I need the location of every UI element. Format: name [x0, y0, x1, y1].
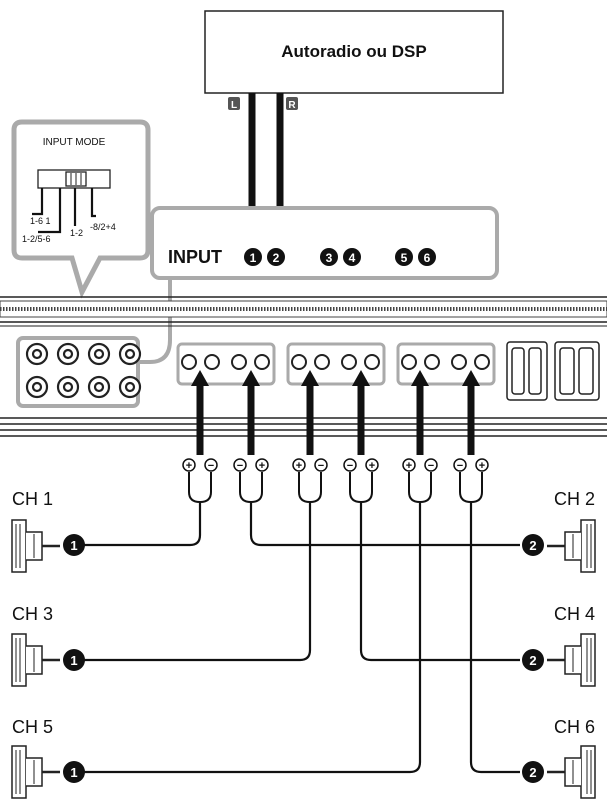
- ch1-label: CH 1: [12, 489, 53, 509]
- svg-text:2: 2: [529, 653, 536, 668]
- svg-text:1: 1: [70, 538, 77, 553]
- input-mode-pos-1: 1-6 1: [30, 216, 51, 226]
- input-mode-pos-3: 1-2: [70, 228, 83, 238]
- amplifier-chassis: [0, 296, 607, 437]
- speaker-ch3: [11, 633, 60, 687]
- polarity-minus-marker: [314, 458, 328, 472]
- polarity-minus-marker: [343, 458, 357, 472]
- polarity-plus-sign: +: [369, 460, 375, 472]
- svg-text:4: 4: [349, 251, 356, 265]
- speaker-ch4: [547, 633, 596, 687]
- svg-text:1: 1: [70, 653, 77, 668]
- polarity-plus-marker: [475, 458, 489, 472]
- polarity-minus-sign: −: [428, 460, 434, 472]
- polarity-plus-marker: [255, 458, 269, 472]
- polarity-minus-marker: [233, 458, 247, 472]
- svg-text:5: 5: [401, 251, 408, 265]
- polarity-plus-sign: +: [479, 460, 485, 472]
- input-panel-label: INPUT: [168, 247, 222, 267]
- input-panel: [150, 206, 499, 280]
- svg-text:R: R: [288, 100, 296, 111]
- ch2-badge: 2: [522, 534, 544, 556]
- output-arrows: [191, 370, 480, 455]
- input-mode-callout: INPUT MODE 1-6 1 1-2/5-6 1-2 -8/2+4: [11, 119, 151, 299]
- cable-end-5: [408, 472, 432, 504]
- input-mode-title: INPUT MODE: [43, 137, 106, 148]
- input-mode-pos-2: 1-2/5-6: [22, 234, 51, 244]
- cable-end-3: [298, 472, 322, 504]
- svg-text:L: L: [231, 100, 237, 111]
- input-badges: 1 2 3 4 5 6: [244, 248, 436, 266]
- ch1-badge: 1: [63, 534, 85, 556]
- polarity-minus-sign: −: [208, 460, 214, 472]
- cable-tag-right: R: [286, 97, 298, 111]
- ch4-badge: 2: [522, 649, 544, 671]
- polarity-plus-marker: [365, 458, 379, 472]
- svg-text:6: 6: [424, 251, 431, 265]
- svg-text:2: 2: [273, 251, 280, 265]
- polarity-plus-marker: [402, 458, 416, 472]
- svg-text:1: 1: [70, 765, 77, 780]
- speaker-ch5: [11, 745, 60, 799]
- svg-text:2: 2: [529, 765, 536, 780]
- polarity-minus-sign: −: [318, 460, 324, 472]
- svg-text:2: 2: [529, 538, 536, 553]
- svg-text:1: 1: [250, 251, 257, 265]
- polarity-plus-marker: [292, 458, 306, 472]
- cable-tag-left: L: [228, 97, 240, 111]
- polarity-markers: + − − + + − − + + − − +: [182, 458, 489, 504]
- ch3-label: CH 3: [12, 604, 53, 624]
- polarity-minus-sign: −: [457, 460, 463, 472]
- speaker-ch2: [547, 519, 596, 573]
- polarity-plus-sign: +: [259, 460, 265, 472]
- cable-end-2: [239, 472, 263, 504]
- cable-end-4: [349, 472, 373, 504]
- cable-end-1: [188, 472, 212, 504]
- polarity-minus-sign: −: [347, 460, 353, 472]
- speaker-ch1: [11, 519, 60, 573]
- ch6-label: CH 6: [554, 717, 595, 737]
- polarity-minus-marker: [453, 458, 467, 472]
- power-terminals: [506, 341, 600, 401]
- ch6-badge: 2: [522, 761, 544, 783]
- ch5-badge: 1: [63, 761, 85, 783]
- rca-input-block: [16, 336, 142, 408]
- polarity-minus-marker: [424, 458, 438, 472]
- polarity-minus-sign: −: [237, 460, 243, 472]
- source-label: Autoradio ou DSP: [281, 42, 426, 61]
- speaker-ch6: [547, 745, 596, 799]
- cable-end-6: [459, 472, 483, 504]
- ch3-badge: 1: [63, 649, 85, 671]
- polarity-plus-sign: +: [186, 460, 192, 472]
- ch2-label: CH 2: [554, 489, 595, 509]
- polarity-minus-marker: [204, 458, 218, 472]
- source-box: [204, 10, 504, 94]
- ch5-label: CH 5: [12, 717, 53, 737]
- polarity-plus-sign: +: [296, 460, 302, 472]
- speaker-wires: [82, 503, 520, 774]
- ch4-label: CH 4: [554, 604, 595, 624]
- polarity-plus-marker: [182, 458, 196, 472]
- polarity-plus-sign: +: [406, 460, 412, 472]
- svg-text:3: 3: [326, 251, 333, 265]
- input-mode-pos-4: -8/2+4: [90, 222, 116, 232]
- speaker-terminals: [176, 342, 496, 386]
